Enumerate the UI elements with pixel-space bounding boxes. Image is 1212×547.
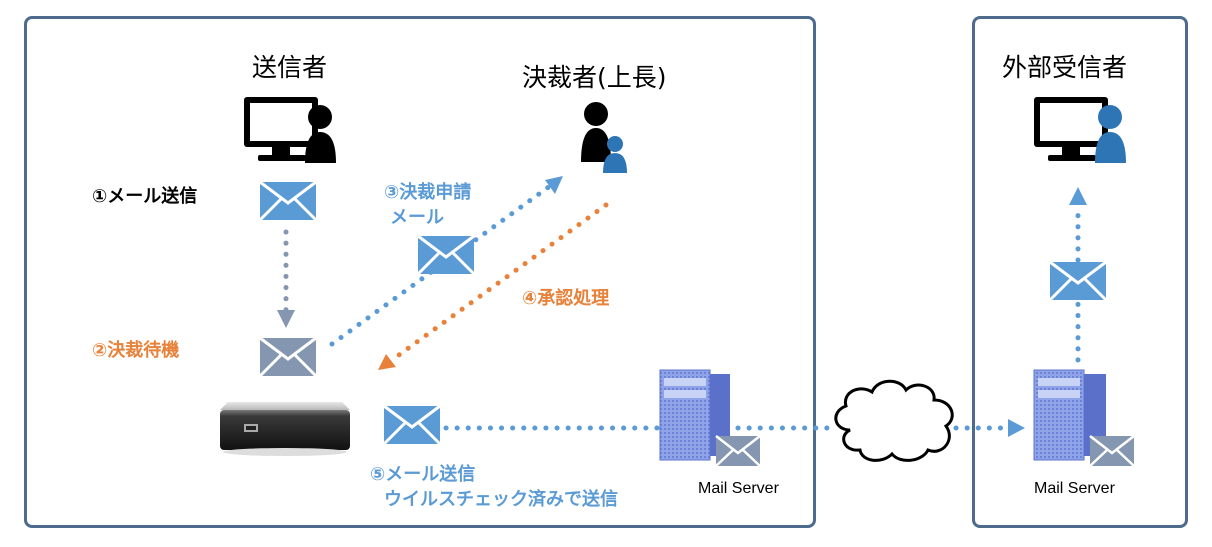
step1-label: ①メール送信 bbox=[92, 186, 198, 207]
internet-cloud-icon bbox=[834, 379, 954, 462]
flow-approver-to-appliance bbox=[378, 202, 609, 370]
flow-sender-to-appliance bbox=[277, 229, 295, 328]
external-network-frame bbox=[972, 16, 1188, 528]
envelope-icon bbox=[258, 336, 318, 378]
step5-label-line2: ウイルスチェック済みで送信 bbox=[384, 489, 618, 510]
step3-label-line2: メール bbox=[390, 207, 444, 228]
recipient-computer-user-icon bbox=[1034, 97, 1126, 163]
internal-mail-server-label: Mail Server bbox=[698, 480, 779, 497]
envelope-icon bbox=[258, 180, 318, 222]
approver-heading: 決裁者(上長) bbox=[522, 63, 667, 92]
envelope-icon bbox=[1048, 260, 1108, 302]
appliance-box-icon bbox=[220, 402, 350, 456]
internal-network-frame bbox=[24, 16, 816, 528]
sender-computer-user-icon bbox=[244, 97, 336, 163]
step4-label: ④承認処理 bbox=[522, 288, 610, 309]
flow-external-server-to-recipient bbox=[1069, 187, 1087, 363]
flow-cloud-to-external-server bbox=[953, 419, 1025, 437]
step5-label-line1: ⑤メール送信 bbox=[370, 464, 476, 485]
internal-mail-server-icon bbox=[659, 369, 761, 467]
envelope-icon bbox=[416, 234, 476, 276]
external-recipient-heading: 外部受信者 bbox=[1002, 53, 1128, 82]
approver-icon bbox=[581, 102, 627, 173]
step2-label: ②決裁待機 bbox=[92, 340, 180, 361]
sender-heading: 送信者 bbox=[252, 53, 328, 82]
envelope-icon bbox=[382, 404, 442, 446]
external-mail-server-label: Mail Server bbox=[1034, 480, 1115, 497]
step3-label-line1: ③決裁申請 bbox=[384, 182, 472, 203]
external-mail-server-icon bbox=[1033, 369, 1135, 467]
